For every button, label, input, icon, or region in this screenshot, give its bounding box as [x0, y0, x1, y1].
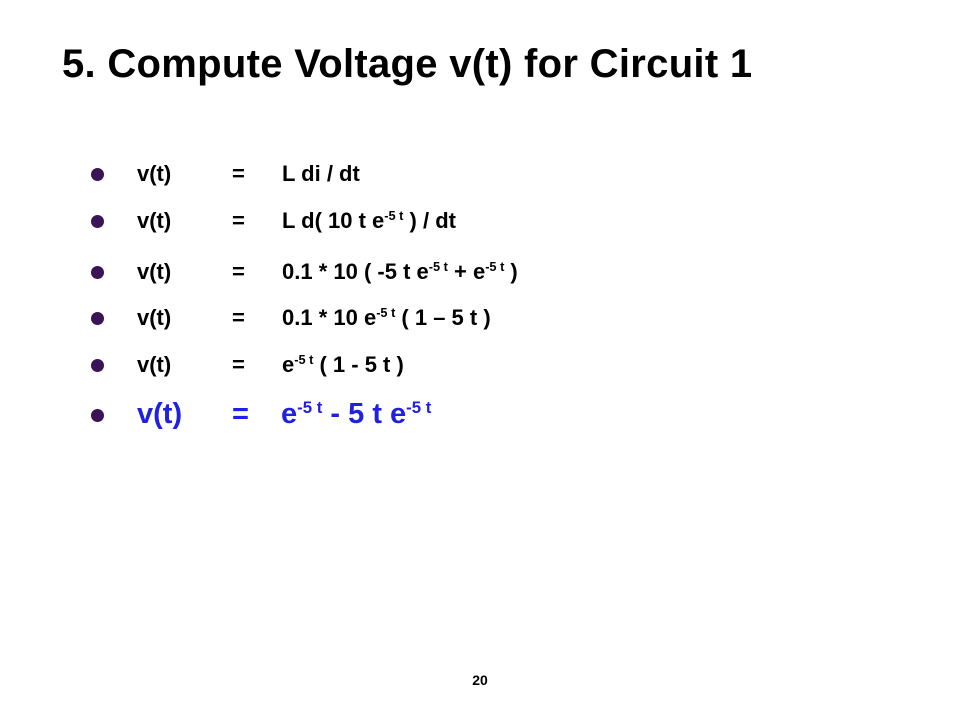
expression-text: 0.1 * 10 e: [282, 305, 377, 330]
equation-rhs: e-5 t ( 1 - 5 t ): [282, 352, 404, 377]
equals-sign: =: [232, 352, 245, 377]
exponent: -5 t: [485, 259, 505, 275]
bullet-icon: [91, 312, 104, 325]
equals-sign: =: [232, 398, 249, 430]
exponent: -5 t: [406, 397, 432, 417]
bullet-icon: [91, 359, 104, 372]
equation-lhs: v(t): [137, 161, 172, 186]
equation-lhs: v(t): [137, 305, 172, 330]
expression-text: - 5 t e: [322, 398, 407, 430]
bullet-icon: [91, 215, 104, 228]
exponent: -5 t: [297, 397, 323, 417]
exponent: -5 t: [294, 352, 314, 368]
expression-text: ) / dt: [403, 208, 456, 233]
equals-sign: =: [232, 305, 245, 330]
equation-rhs: 0.1 * 10 ( -5 t e-5 t + e-5 t ): [282, 259, 518, 284]
equation-rhs: e-5 t - 5 t e-5 t: [281, 397, 432, 430]
expression-text: ( 1 – 5 t ): [395, 305, 491, 330]
equals-sign: =: [232, 208, 245, 233]
bullet-icon: [91, 266, 104, 279]
bullet-icon: [91, 409, 104, 422]
equals-sign: =: [232, 259, 245, 284]
slide-title: 5. Compute Voltage v(t) for Circuit 1: [62, 42, 753, 86]
expression-text: ): [504, 259, 518, 284]
equation-lhs: v(t): [137, 398, 183, 430]
equation-rhs: L di / dt: [282, 163, 360, 185]
equation-rhs: 0.1 * 10 e-5 t ( 1 – 5 t ): [282, 305, 491, 330]
equals-sign: =: [232, 161, 245, 186]
equation-lhs: v(t): [137, 352, 172, 377]
expression-text: e: [282, 352, 295, 377]
equation-rhs: L d( 10 t e-5 t ) / dt: [282, 208, 456, 233]
expression-text: ( 1 - 5 t ): [313, 352, 404, 377]
exponent: -5 t: [376, 305, 396, 321]
expression-text: L di / dt: [282, 161, 360, 186]
expression-text: + e: [447, 259, 486, 284]
expression-text: e: [281, 398, 298, 430]
bullet-icon: [91, 168, 104, 181]
equation-lhs: v(t): [137, 259, 172, 284]
expression-text: 0.1 * 10 ( -5 t e: [282, 259, 429, 284]
page-number: 20: [472, 672, 488, 688]
exponent: -5 t: [428, 259, 448, 275]
equation-lhs: v(t): [137, 208, 172, 233]
expression-text: L d( 10 t e: [282, 208, 385, 233]
exponent: -5 t: [384, 208, 404, 224]
